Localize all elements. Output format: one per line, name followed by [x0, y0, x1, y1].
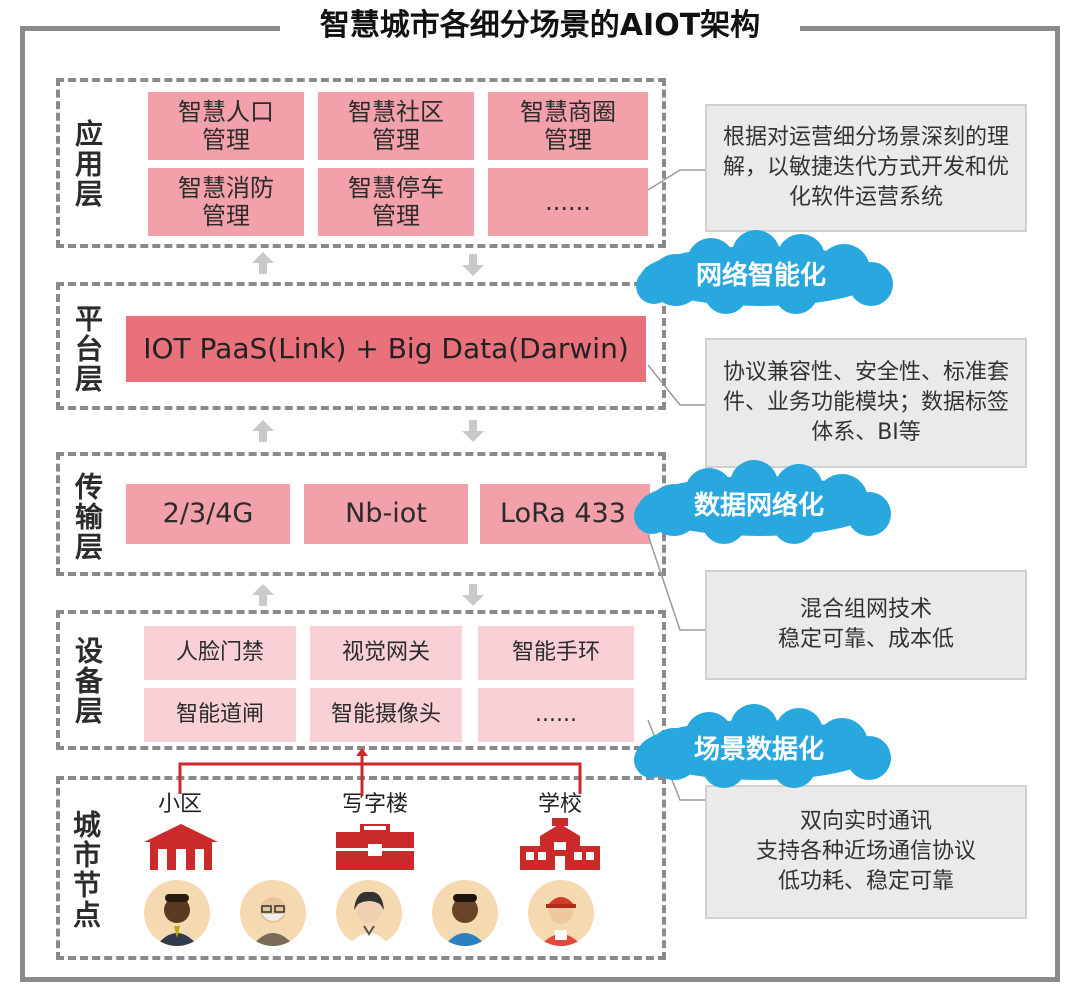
- arrow-up-icon: [252, 252, 274, 274]
- node-label-residential: 小区: [157, 792, 202, 817]
- cloud-scenario-data: 场景数据化: [614, 704, 904, 790]
- node-label-school: 学校: [537, 792, 582, 817]
- cloud-icon: [636, 230, 893, 314]
- layer-city-nodes: 城市节点 小区 写字楼 学校: [56, 776, 666, 960]
- arrow-down-icon: [462, 584, 484, 606]
- residential-building-icon: [144, 824, 218, 870]
- cloud-label: 数据网络化: [693, 490, 824, 521]
- cloud-data-networking: 数据网络化: [614, 460, 904, 546]
- page-title: 智慧城市各细分场景的AIOT架构: [280, 4, 800, 48]
- device-item-face-access: 人脸门禁: [144, 626, 296, 680]
- app-item-parking: 智慧停车 管理: [318, 168, 474, 236]
- platform-item-paas: IOT PaaS(Link) + Big Data(Darwin): [126, 316, 646, 382]
- layer-label-transport: 传输层: [71, 472, 104, 562]
- layer-device: 设备层 人脸门禁 视觉网关 智能手环 智能道闸 智能摄像头 ......: [56, 610, 666, 750]
- man-avatar-icon: [432, 880, 498, 946]
- arrow-up-icon: [252, 420, 274, 442]
- cloud-icon: [634, 704, 891, 788]
- layer-label-application: 应用层: [71, 119, 104, 209]
- app-item-community: 智慧社区 管理: [318, 92, 474, 160]
- node-label-office: 写字楼: [341, 792, 408, 817]
- layer-label-device: 设备层: [71, 636, 104, 726]
- woman-avatar-icon: [336, 880, 402, 946]
- note-transport: 混合组网技术 稳定可靠、成本低: [705, 570, 1027, 680]
- office-building-icon: [336, 824, 414, 870]
- layer-platform: 平台层 IOT PaaS(Link) + Big Data(Darwin): [56, 282, 666, 410]
- layer-application: 应用层 智慧人口 管理 智慧社区 管理 智慧商圈 管理 智慧消防 管理 智慧停车…: [56, 78, 666, 248]
- device-item-vision-gateway: 视觉网关: [310, 626, 462, 680]
- layer-label-platform: 平台层: [71, 304, 104, 394]
- app-item-business-district: 智慧商圈 管理: [488, 92, 648, 160]
- node-connector-lines: [178, 748, 582, 796]
- app-item-more: ......: [488, 168, 648, 236]
- person-avatar-icon: [144, 880, 210, 946]
- cloud-label: 网络智能化: [695, 260, 826, 291]
- note-platform: 协议兼容性、安全性、标准套件、业务功能模块；数据标签体系、BI等: [705, 338, 1027, 468]
- device-item-more: ......: [478, 688, 634, 742]
- school-building-icon: [520, 818, 600, 870]
- app-item-population: 智慧人口 管理: [148, 92, 304, 160]
- cloud-network-intelligence: 网络智能化: [616, 230, 906, 316]
- device-item-barrier-gate: 智能道闸: [144, 688, 296, 742]
- arrow-up-icon: [252, 584, 274, 606]
- arrow-down-icon: [462, 420, 484, 442]
- worker-avatar-icon: [528, 880, 594, 946]
- layer-transport: 传输层 2/3/4G Nb-iot LoRa 433: [56, 452, 666, 576]
- arrow-down-icon: [462, 254, 484, 276]
- transport-item-lora: LoRa 433: [480, 484, 650, 544]
- cloud-icon: [634, 460, 891, 544]
- device-item-smart-band: 智能手环: [478, 626, 634, 680]
- cloud-label: 场景数据化: [693, 734, 824, 765]
- app-item-fire: 智慧消防 管理: [148, 168, 304, 236]
- elder-avatar-icon: [240, 880, 306, 946]
- device-item-smart-camera: 智能摄像头: [310, 688, 462, 742]
- layer-label-city: 城市节点: [69, 810, 102, 930]
- note-application: 根据对运营细分场景深刻的理解，以敏捷迭代方式开发和优化软件运营系统: [705, 104, 1027, 232]
- transport-item-nbiot: Nb-iot: [304, 484, 468, 544]
- transport-item-cellular: 2/3/4G: [126, 484, 290, 544]
- note-city: 双向实时通讯 支持各种近场通信协议 低功耗、稳定可靠: [705, 785, 1027, 919]
